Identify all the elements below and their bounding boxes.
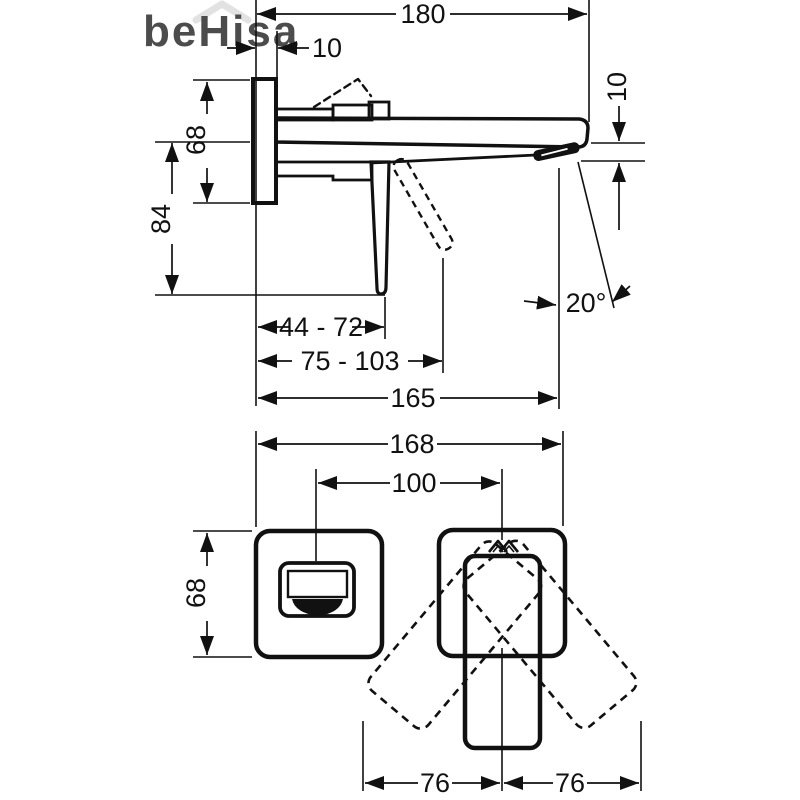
wall-plate xyxy=(251,77,278,205)
watermark: beHisa xyxy=(143,0,297,56)
dim-escutcheon-height-label: 68 xyxy=(181,578,211,608)
faucet-side-profile xyxy=(251,77,590,296)
watermark-roof-icon xyxy=(192,0,252,24)
dim-swing-right-label: 76 xyxy=(555,768,585,798)
dim-plate-thickness-label: 10 xyxy=(312,33,342,63)
lever-raised-dashed xyxy=(312,77,373,109)
spout-outlet-frame xyxy=(278,561,356,618)
valve-housing xyxy=(274,160,374,182)
faucet-front-profile xyxy=(253,469,638,791)
dim-centers-distance-label: 100 xyxy=(391,468,436,498)
front-view-dimensions xyxy=(200,437,639,790)
dim-reach-below-label: 84 xyxy=(146,204,176,234)
dim-handle-open-depth-label: 75 - 103 xyxy=(300,346,399,376)
aerator-outlet xyxy=(533,142,580,161)
dim-20deg-right-arrow xyxy=(611,284,631,303)
spout-outlet-opening xyxy=(292,599,343,616)
side-view-dimensions xyxy=(165,6,631,405)
dim-outlet-distance-label: 165 xyxy=(390,383,435,413)
spout-outlet-window xyxy=(286,569,349,599)
dim-spout-length-label: 180 xyxy=(400,0,445,29)
side-view: 180 10 68 84 10 44 - 72 75 - 103 165 20° xyxy=(146,0,645,413)
water-stream-line xyxy=(577,161,615,309)
dim-outlet-height-label: 10 xyxy=(602,72,632,102)
aerator-slit xyxy=(541,147,568,157)
spout-underside-line xyxy=(369,153,537,165)
spout-bar xyxy=(274,116,590,149)
dim-handle-closed-depth-label: 44 - 72 xyxy=(279,312,363,342)
dim-overall-width-label: 168 xyxy=(389,429,434,459)
front-view-extension-lines xyxy=(193,431,642,791)
lever-handle-closed xyxy=(369,160,391,296)
lever-handle-open-dashed xyxy=(392,157,454,251)
dim-swing-left-label: 76 xyxy=(420,768,450,798)
dim-20deg-left-arrow xyxy=(523,295,557,310)
side-view-extension-lines xyxy=(155,0,645,409)
handle-swing-left-dashed xyxy=(367,540,543,730)
front-view: 168 100 68 76 76 xyxy=(181,429,642,798)
dim-stream-angle-label: 20° xyxy=(566,288,607,318)
spout-escutcheon xyxy=(253,528,385,660)
dim-plate-height-label: 68 xyxy=(181,125,211,155)
handle-swing-right-dashed xyxy=(462,539,638,730)
